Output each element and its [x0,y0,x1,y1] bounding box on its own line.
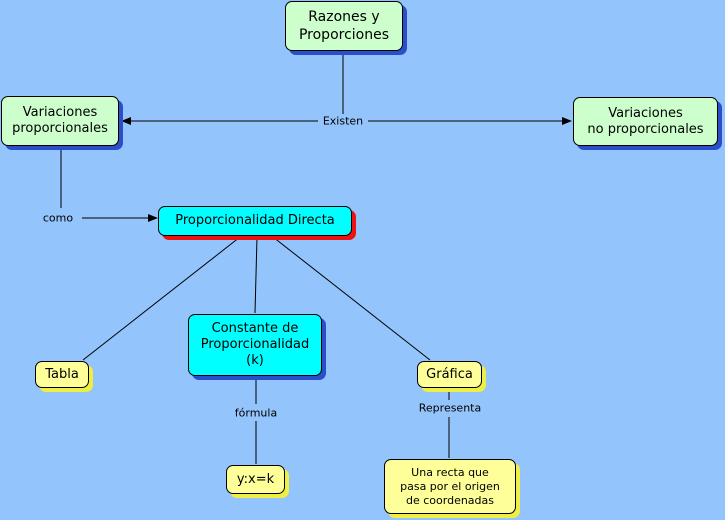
node-proporcionalidad-directa[interactable]: Proporcionalidad Directa [158,206,352,236]
link-label-como: como [40,211,76,225]
link-label-formula: fórmula [232,406,280,420]
node-tabla[interactable]: Tabla [35,361,89,388]
node-variaciones-proporcionales[interactable]: Variaciones proporcionales [1,96,119,146]
node-formula-yxk[interactable]: y:x=k [226,465,285,494]
node-constante-proporcionalidad[interactable]: Constante de Proporcionalidad (k) [188,314,322,376]
link-label-existen: Existen [320,114,366,128]
node-razones-proporciones[interactable]: Razones y Proporciones [285,1,403,51]
node-variaciones-no-proporcionales[interactable]: Variaciones no proporcionales [573,97,718,146]
node-grafica[interactable]: Gráfica [417,361,482,388]
node-recta-origen[interactable]: Una recta que pasa por el origen de coor… [384,459,516,514]
link-label-representa: Representa [416,401,484,415]
